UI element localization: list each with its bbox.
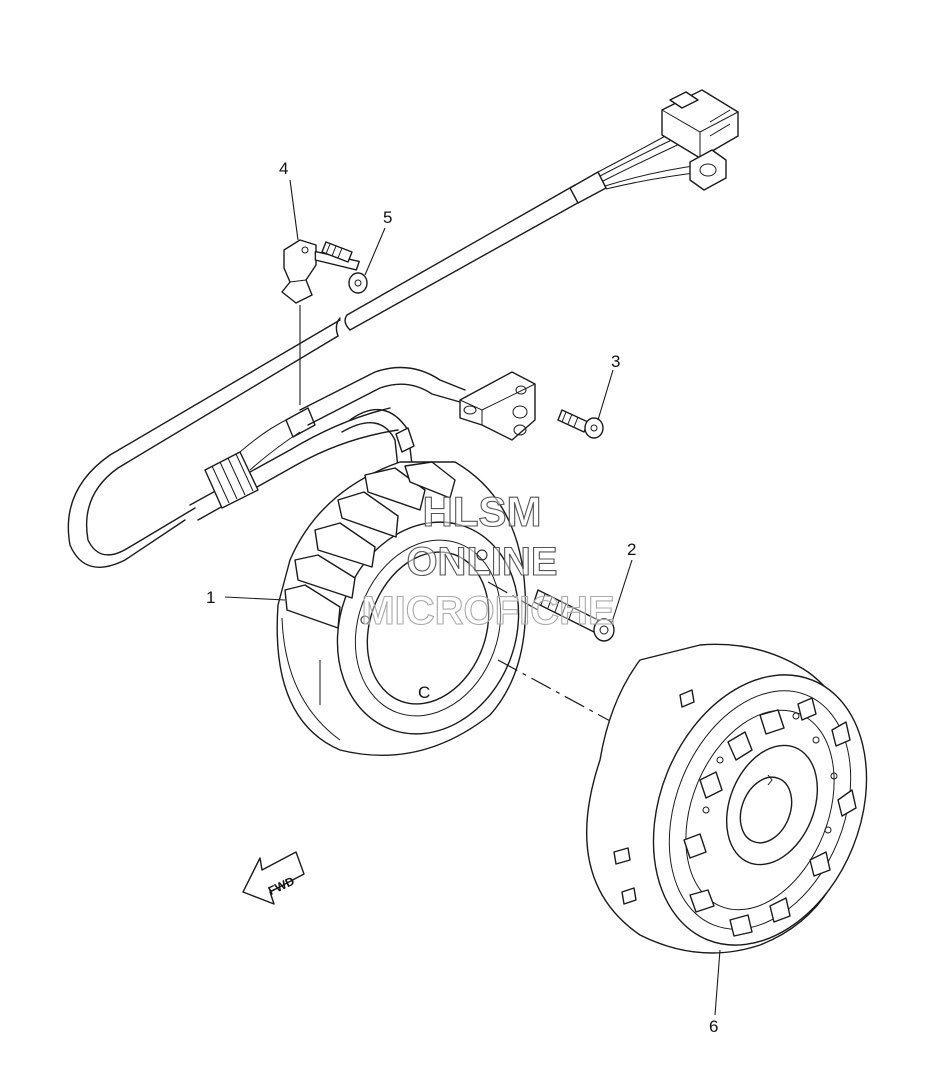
callout-2: 2 [627,540,636,559]
watermark: HLSM ONLINE MICROFICHE [361,487,615,633]
pickup-coil [459,371,536,441]
rotor-magnets [683,697,857,937]
screw-3 [557,409,604,439]
callout-5: 5 [383,208,392,227]
watermark-line-2: ONLINE [406,540,557,584]
stator-mark-c: C [418,683,430,702]
rotor-flywheel [585,643,868,954]
wire-harness [67,89,739,568]
clamp-4 [281,239,317,304]
callout-4: 4 [279,159,288,178]
stator-teeth [284,461,456,629]
watermark-line-3: MICROFICHE [361,589,614,633]
callout-3: 3 [611,352,620,371]
assembly-centerline [487,581,613,723]
watermark-line-1: HLSM [423,488,542,535]
bolt-2 [533,589,615,642]
connector-a [661,89,739,159]
stator: C [276,461,527,756]
fwd-direction-arrow: FWD [242,851,305,905]
connector-b [689,149,727,191]
harness-clamp [204,417,301,509]
callout-6: 6 [709,1017,718,1036]
screw-5 [314,241,368,294]
callout-1: 1 [206,588,215,607]
callout-leaders [224,179,721,1016]
